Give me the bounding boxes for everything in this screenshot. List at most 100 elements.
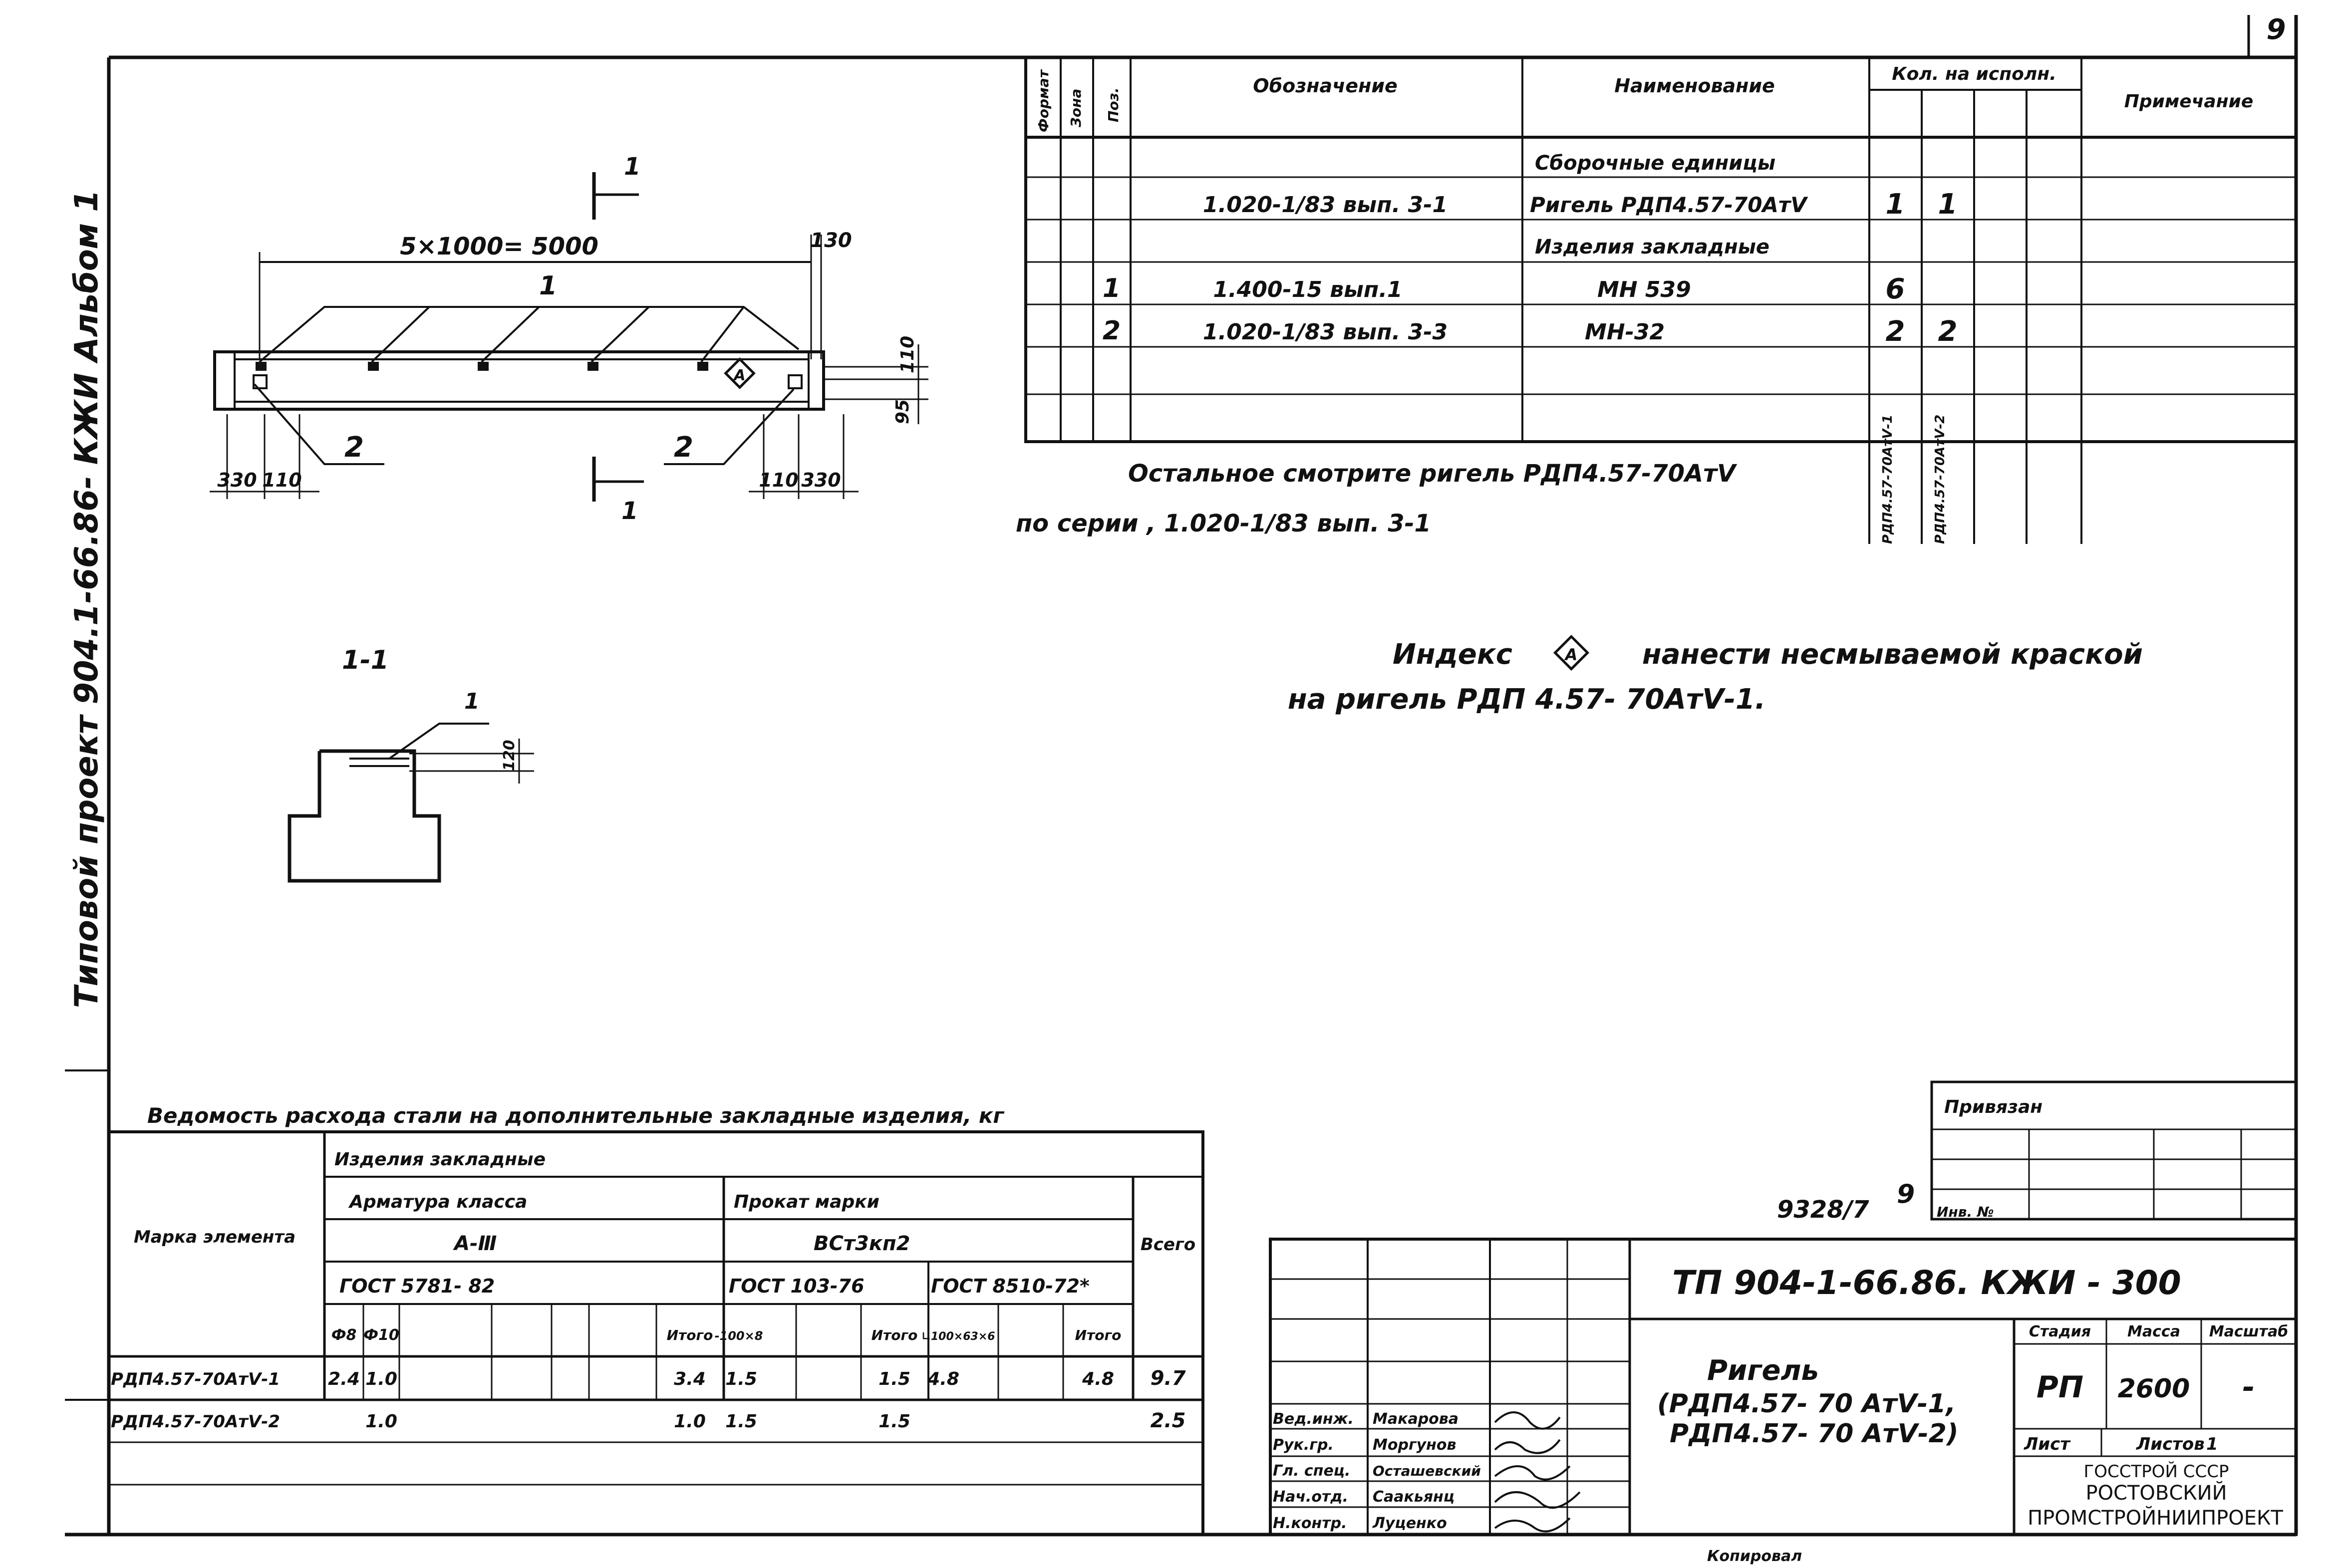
spec-table: Формат Зона Поз. Обозначение Наименовани… — [1024, 56, 2298, 544]
steel-table: Ведомость расхода стали на дополнительны… — [107, 1103, 1204, 1536]
exec-label-2: РДП4.57-70АтⅤ-2 — [1933, 415, 1948, 544]
svg-text:9.7: 9.7 — [1151, 1367, 1186, 1390]
svg-text:Итого: Итого — [872, 1327, 918, 1343]
spec-row: 2 1.020-1/83 вып. 3-3 МН-32 2 2 — [1103, 315, 1958, 348]
spec-qty-2: 2 — [1938, 315, 1958, 348]
embedded-plate — [587, 362, 598, 371]
svg-text:Рук.гр.: Рук.гр. — [1273, 1436, 1334, 1454]
svg-text:Моргунов: Моргунов — [1373, 1436, 1457, 1454]
col-pos: Поз. — [1105, 87, 1122, 122]
svg-text:∟100×63×6: ∟100×63×6 — [921, 1330, 995, 1343]
object-name-1: Ригель — [1707, 1354, 1819, 1387]
svg-text:Макарова: Макарова — [1373, 1410, 1459, 1428]
svg-text:2.4: 2.4 — [328, 1369, 360, 1389]
svg-text:РДП4.57-70АтⅤ-2: РДП4.57-70АтⅤ-2 — [111, 1412, 280, 1432]
spec-row: Сборочные единицы — [1535, 152, 1775, 175]
position-2-left: 2 — [344, 431, 364, 464]
dimension-110-right: 110 — [897, 336, 918, 373]
section-outline — [288, 749, 441, 883]
section-label: 1-1 — [342, 645, 389, 675]
spec-designation: 1.400-15 вып.1 — [1213, 277, 1402, 302]
dimension-330-right: 330 — [801, 469, 841, 491]
svg-text:Ф8: Ф8 — [331, 1326, 357, 1344]
binding-box: Привязан Инв. № 9328/7 9 — [1777, 1080, 2298, 1224]
mass-label: Масса — [2127, 1323, 2180, 1340]
svg-text:1.5: 1.5 — [725, 1411, 757, 1432]
col-name: Наименование — [1614, 75, 1775, 97]
sheets-value: 1 — [2206, 1434, 2218, 1454]
section-dimension: 120 — [501, 740, 518, 771]
dimension-110-bottom: 110 — [759, 469, 798, 491]
steel-table-title: Ведомость расхода стали на дополнительны… — [147, 1103, 1005, 1128]
exec-label-1: РДП4.57-70АтⅤ-1 — [1880, 415, 1895, 544]
svg-text:Луценко: Луценко — [1372, 1515, 1447, 1532]
title-block: ТП 904-1-66.86. КЖИ - 300 Ригель (РДП4.5… — [1269, 1238, 2298, 1536]
svg-text:1.5: 1.5 — [878, 1369, 910, 1389]
org-line-2: РОСТОВСКИЙ — [2085, 1481, 2227, 1505]
svg-text:Осташевский: Осташевский — [1373, 1463, 1481, 1479]
dimension-330-left: 330 — [217, 469, 257, 491]
svg-text:1.0: 1.0 — [674, 1411, 706, 1432]
spec-name: МН 539 — [1597, 277, 1691, 302]
org-line-1: ГОССТРОЙ СССР — [2084, 1461, 2229, 1482]
signer-row: Рук.гр. Моргунов — [1273, 1436, 1457, 1454]
side-title: Типовой проект 904.1-66.86- КЖИ Альбом 1 — [68, 190, 105, 1008]
mass-value: 2600 — [2118, 1374, 2190, 1404]
col-note: Примечание — [2124, 91, 2254, 112]
svg-text:А: А — [733, 367, 745, 384]
inv-sheet: 9 — [1897, 1179, 1915, 1209]
spec-qty-1: 6 — [1886, 273, 1905, 305]
note-line-2: по серии , 1.020-1/83 вып. 3-1 — [1016, 510, 1431, 537]
svg-text:4.8: 4.8 — [1082, 1369, 1114, 1389]
signer-row: Гл. спец. Осташевский — [1273, 1462, 1481, 1480]
signature — [1494, 1411, 1561, 1430]
svg-text:-100×8: -100×8 — [715, 1329, 763, 1343]
position-2-right: 2 — [674, 431, 693, 464]
index-note-a: Индекс — [1393, 638, 1512, 671]
section-marker-top: 1 — [624, 153, 640, 181]
col-designation: Обозначение — [1253, 75, 1397, 97]
signature — [1494, 1439, 1561, 1454]
signature — [1494, 1517, 1571, 1533]
sheet-label: Лист — [2024, 1434, 2071, 1454]
svg-text:Саакьянц: Саакьянц — [1373, 1488, 1455, 1506]
h-gost-1: ГОСТ 5781- 82 — [339, 1275, 495, 1297]
end-plate-right — [788, 374, 803, 389]
svg-text:4.8: 4.8 — [927, 1369, 959, 1389]
note-line-1: Остальное смотрите ригель РДП4.57-70АтⅤ — [1128, 460, 1738, 488]
beam-outline — [213, 350, 825, 411]
page-number: 9 — [2267, 13, 2286, 46]
section-position: 1 — [464, 689, 480, 714]
inv-no: 9328/7 — [1777, 1196, 1869, 1224]
stage-value: РП — [2037, 1370, 2083, 1405]
svg-text:1.5: 1.5 — [725, 1369, 757, 1389]
stage-label: Стадия — [2029, 1323, 2091, 1340]
h-group: Изделия закладные — [334, 1149, 546, 1170]
col-format: Формат — [1035, 69, 1052, 132]
spec-name: Ригель РДП4.57-70АтⅤ — [1530, 193, 1808, 217]
beam-elevation: А 5×1000= 5000 130 1 95 110 330 110 110 … — [210, 153, 928, 525]
svg-text:Гл. спец.: Гл. спец. — [1273, 1462, 1350, 1480]
object-name-2: (РДП4.57- 70 АтⅤ-1, — [1657, 1389, 1956, 1419]
dimension-span: 5×1000= 5000 — [400, 233, 598, 261]
index-note-b: нанести несмываемой краской — [1642, 638, 2143, 671]
spec-qty-2: 1 — [1938, 188, 1958, 221]
inv-no-label: Инв. № — [1937, 1204, 1994, 1220]
signature — [1494, 1491, 1581, 1509]
scale-value: - — [2243, 1370, 2255, 1405]
spec-name: Сборочные единицы — [1535, 152, 1775, 175]
svg-text:1.0: 1.0 — [365, 1369, 397, 1389]
svg-text:Н.контр.: Н.контр. — [1273, 1515, 1347, 1532]
org-line-3: ПРОМСТРОЙНИИПРОЕКТ — [2028, 1506, 2283, 1530]
index-diamond — [724, 357, 756, 389]
embedded-plate — [697, 362, 708, 371]
svg-text:3.4: 3.4 — [674, 1369, 706, 1389]
h-rolled: Прокат марки — [734, 1192, 879, 1212]
svg-text:Итого: Итого — [1075, 1327, 1122, 1343]
svg-text:Итого: Итого — [667, 1327, 713, 1343]
signer-row: Вед.инж. Макарова — [1273, 1410, 1459, 1428]
privyazan-label: Привязан — [1944, 1097, 2043, 1117]
svg-text:1.5: 1.5 — [878, 1411, 910, 1432]
svg-text:А: А — [1564, 645, 1578, 664]
spec-qty-1: 2 — [1886, 315, 1905, 348]
